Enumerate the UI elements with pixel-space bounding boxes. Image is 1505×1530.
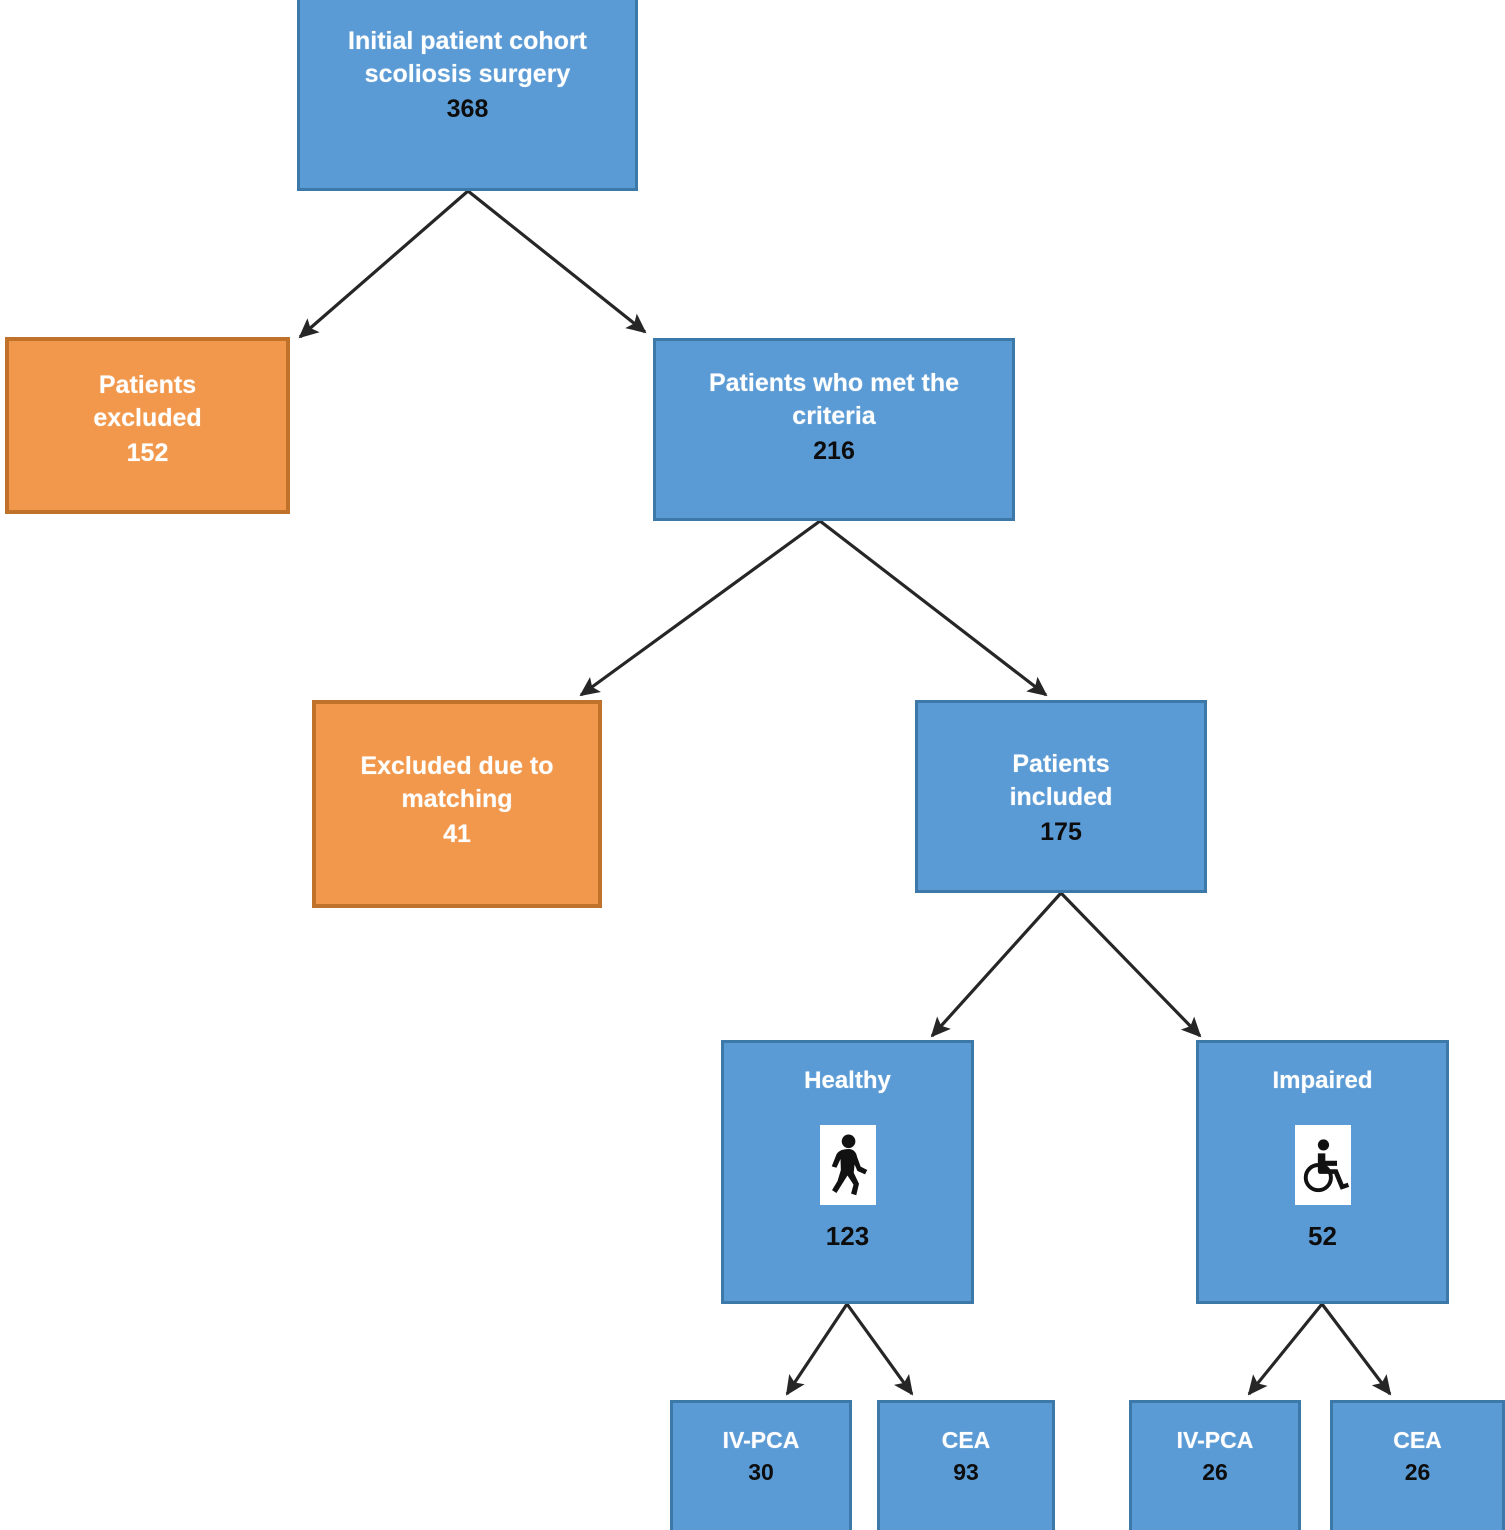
edge-healthy-to-cea: [845, 1303, 914, 1396]
edge-initial-to-criteria: [467, 189, 647, 334]
node-label-line2: scoliosis surgery: [364, 60, 571, 88]
node-label: IV-PCA: [1176, 1427, 1254, 1453]
node-count: 30: [748, 1459, 774, 1486]
edge-criteria-to-included: [819, 519, 1048, 697]
edge-criteria-to-matching: [579, 519, 821, 697]
edge-impaired-to-cea: [1320, 1303, 1392, 1396]
node-count: 216: [813, 437, 855, 465]
node-count: 41: [443, 820, 471, 848]
node-label-line2: included: [1009, 783, 1113, 811]
node-label: Healthy: [804, 1067, 891, 1094]
node-label-line1: Excluded due to: [360, 752, 554, 780]
node-initial-cohort[interactable]: Initial patient cohort scoliosis surgery…: [297, 0, 638, 191]
node-impaired[interactable]: Impaired 52: [1196, 1040, 1449, 1304]
node-patients-excluded[interactable]: Patients excluded 152: [5, 337, 290, 514]
edge-impaired-to-ivpca: [1247, 1302, 1324, 1396]
node-label-line1: Patients: [98, 371, 197, 399]
node-count: 123: [825, 1220, 870, 1251]
node-label-line1: Patients who met the: [708, 369, 960, 397]
node-patients-included[interactable]: Patients included 175: [915, 700, 1207, 893]
node-impaired-cea[interactable]: CEA 26: [1330, 1400, 1505, 1530]
node-label: CEA: [1393, 1427, 1442, 1453]
node-label: IV-PCA: [722, 1427, 800, 1453]
node-met-criteria[interactable]: Patients who met the criteria 216: [653, 338, 1015, 521]
edge-initial-to-excluded: [298, 189, 470, 339]
node-count: 368: [446, 95, 489, 123]
node-impaired-iv-pca[interactable]: IV-PCA 26: [1129, 1400, 1301, 1530]
node-label-line2: excluded: [93, 404, 202, 432]
node-label: Impaired: [1272, 1067, 1373, 1094]
node-count: 175: [1040, 818, 1082, 846]
node-count: 93: [953, 1459, 979, 1486]
node-healthy-iv-pca[interactable]: IV-PCA 30: [670, 1400, 852, 1530]
node-healthy-cea[interactable]: CEA 93: [877, 1400, 1055, 1530]
node-label: CEA: [941, 1427, 991, 1453]
node-label-line1: Initial patient cohort: [348, 27, 587, 55]
edge-included-to-healthy: [930, 891, 1063, 1038]
node-excluded-matching[interactable]: Excluded due to matching 41: [312, 700, 602, 908]
wheelchair-icon: [1294, 1124, 1351, 1205]
node-count: 26: [1404, 1459, 1431, 1486]
walking-person-icon: [819, 1124, 876, 1205]
node-healthy[interactable]: Healthy 123: [721, 1040, 974, 1304]
edge-healthy-to-ivpca: [785, 1303, 849, 1396]
edge-included-to-impaired: [1059, 891, 1202, 1038]
node-label-line2: criteria: [792, 402, 876, 430]
node-count: 152: [126, 439, 169, 467]
node-count: 26: [1202, 1459, 1228, 1486]
node-label-line1: Patients: [1012, 750, 1110, 778]
node-label-line2: matching: [401, 785, 513, 813]
node-count: 52: [1308, 1220, 1337, 1251]
